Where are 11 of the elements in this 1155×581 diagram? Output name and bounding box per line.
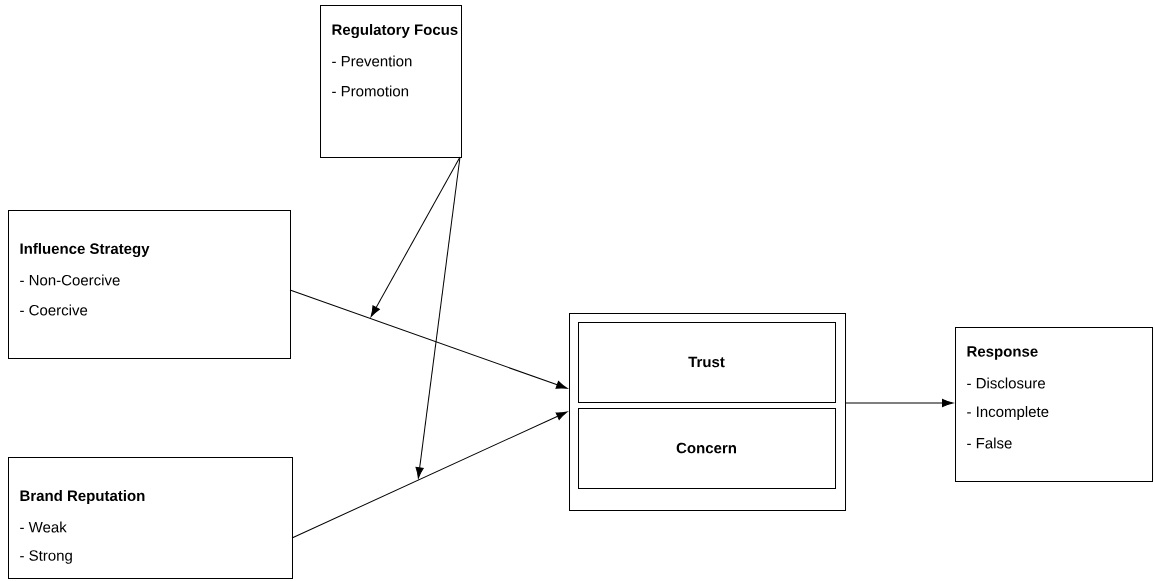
arrow — [844, 398, 954, 408]
arrow — [415, 156, 461, 479]
factor-box: Influence Strategy - Non-Coercive - Coercive — [8, 210, 291, 359]
construct-box: Concern — [578, 408, 836, 489]
arrow — [289, 289, 568, 389]
factor-box: Response - Disclosure - Incomplete - False — [955, 327, 1153, 482]
construct-box: Trust — [578, 322, 836, 403]
factor-box: Brand Reputation - Weak - Strong — [8, 457, 293, 579]
arrow — [370, 156, 461, 317]
factor-box: Regulatory Focus - Prevention - Promotion — [320, 5, 462, 158]
arrow — [291, 411, 568, 539]
